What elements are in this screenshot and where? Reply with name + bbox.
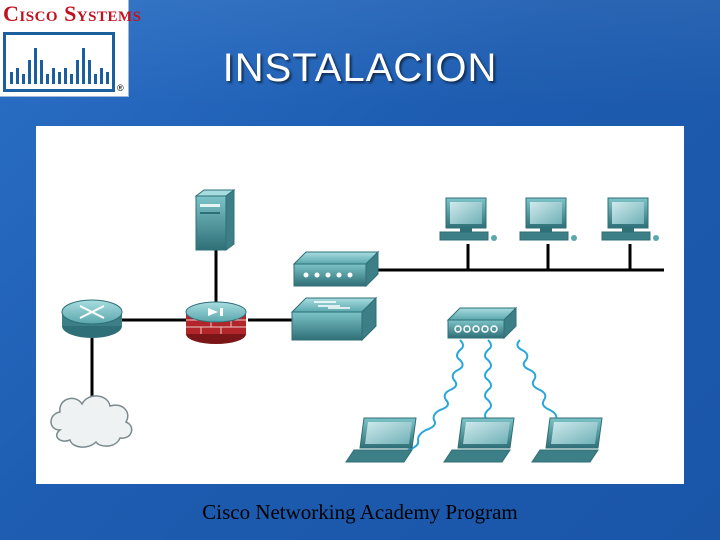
network-diagram [36,126,684,484]
desktop-computer-icon [519,197,577,241]
hub-icon [292,250,380,288]
cloud-icon [50,395,133,448]
laptop-icon [345,417,417,463]
cisco-logo: Cisco Systems ® [0,0,142,97]
desktop-computer-icon [601,197,659,241]
logo-text: Cisco Systems [3,1,142,26]
firewall-icon [185,301,247,344]
router-icon [61,299,123,338]
network-diagram-canvas [50,189,664,463]
laptop-icon [531,417,603,463]
access-point-icon [446,306,518,340]
laptop-icon [443,417,515,463]
logo-bars-icon [3,32,115,92]
server-icon [194,189,236,251]
desktop-computer-icon [439,197,497,241]
slide-footer: Cisco Networking Academy Program [202,500,518,524]
switch-icon [290,296,378,342]
network-links [90,244,664,402]
slide-title: INSTALACION [222,46,498,90]
registered-mark: ® [117,83,124,93]
